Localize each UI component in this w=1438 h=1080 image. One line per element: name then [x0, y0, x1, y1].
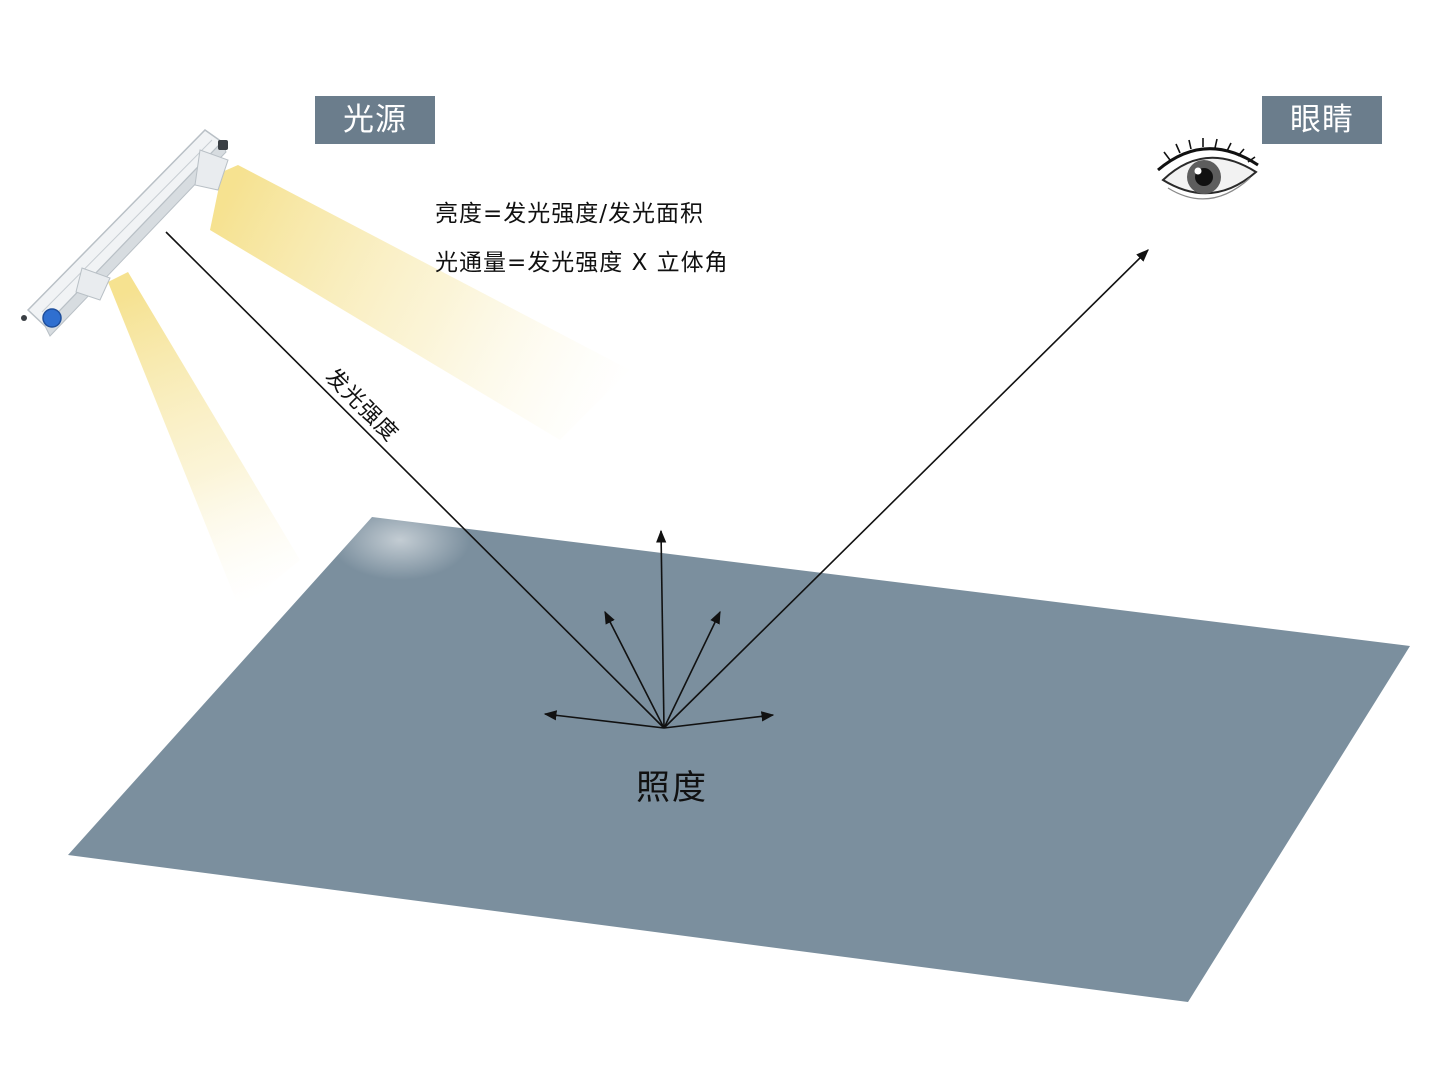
fixture-cap-icon — [42, 308, 62, 328]
led-light-fixture-icon — [21, 129, 229, 337]
diffuse-arrow-left-up — [604, 610, 665, 729]
light-beam-down — [108, 272, 300, 610]
illuminance-label: 照度 — [636, 768, 708, 808]
reflected-ray-to-eye — [663, 249, 1149, 729]
eye-tag: 眼睛 — [1262, 96, 1382, 144]
diffuse-arrow-right-up — [663, 610, 721, 729]
diffuse-arrow-left — [543, 710, 665, 729]
diffuse-reflection-arrows — [543, 529, 775, 729]
eye-icon — [1157, 138, 1259, 200]
diffuse-arrow-up — [656, 529, 667, 729]
luminous-flux-formula: 光通量=发光强度 X 立体角 — [435, 250, 729, 276]
diffuse-arrow-right — [663, 711, 775, 729]
surface-glint — [330, 500, 470, 580]
reflecting-surface — [68, 517, 1410, 1002]
luminance-formula: 亮度=发光强度/发光面积 — [435, 201, 705, 227]
incident-ray — [165, 231, 665, 729]
light-beam-right — [210, 165, 630, 440]
light-source-tag: 光源 — [315, 96, 435, 144]
